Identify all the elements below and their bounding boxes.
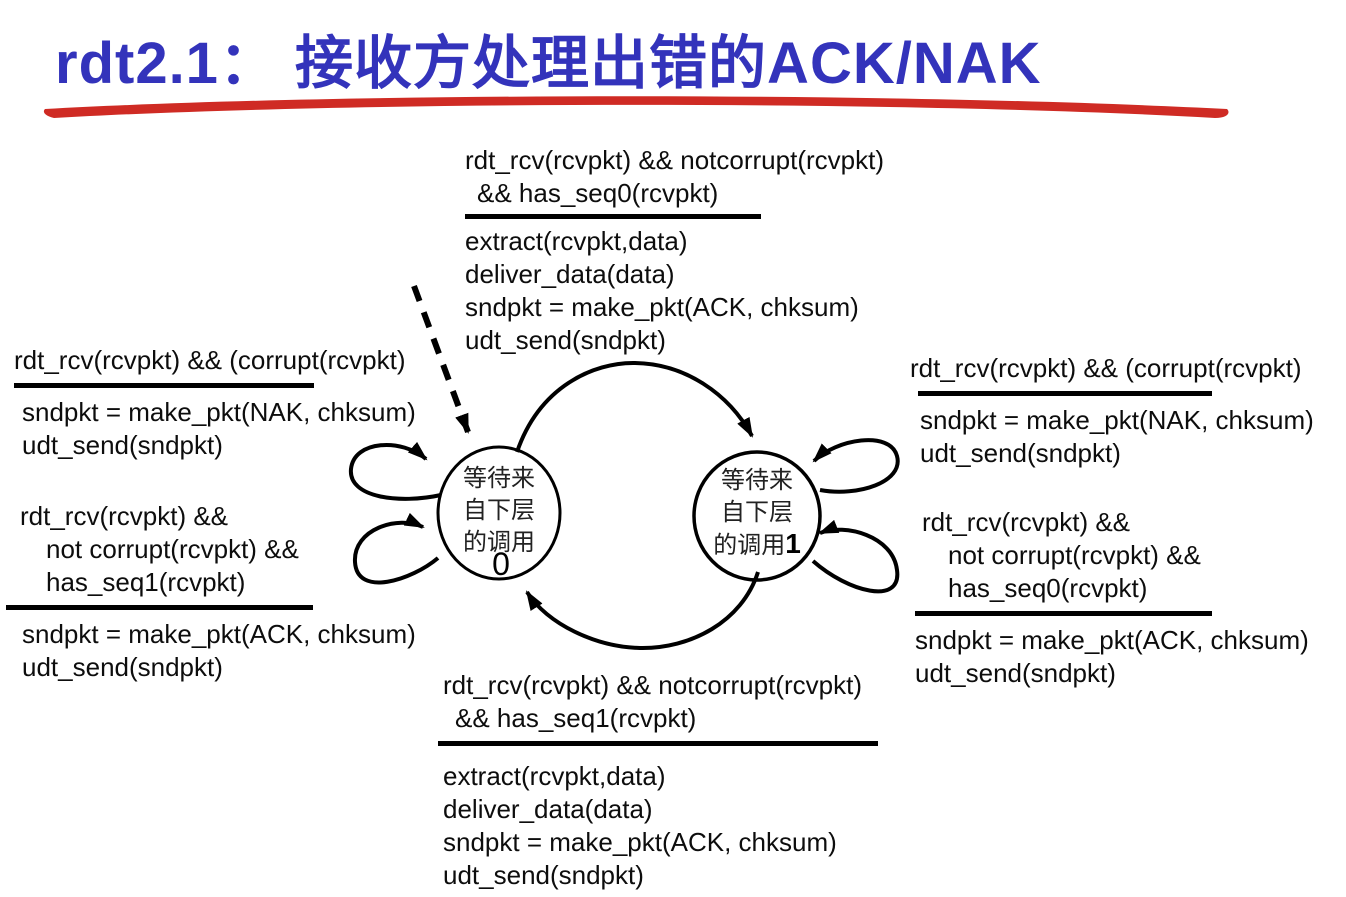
action-line: udt_send(sndpkt) (443, 860, 644, 890)
transition-label-right-duplicate: rdt_rcv(rcvpkt) && not corrupt(rcvpkt) &… (915, 506, 1309, 690)
action-line: sndpkt = make_pkt(NAK, chksum) (22, 397, 416, 427)
action-line: udt_send(sndpkt) (22, 430, 223, 460)
self-loop-wait0-lower (352, 512, 440, 585)
self-loop-wait0-upper (348, 441, 442, 501)
condition-action-divider (6, 605, 313, 610)
state-label-line: 自下层 (721, 498, 793, 526)
slide-title: rdt2.1： 接收方处理出错的ACK/NAK (55, 31, 1042, 96)
action-line: extract(rcvpkt,data) (443, 761, 666, 791)
action-line: udt_send(sndpkt) (465, 325, 666, 355)
state-label-line: 自下层 (463, 496, 535, 524)
condition-line: rdt_rcv(rcvpkt) && (922, 507, 1131, 537)
condition-action-divider (915, 611, 1212, 616)
initial-state-arrow (411, 284, 471, 434)
action-line: sndpkt = make_pkt(ACK, chksum) (443, 827, 837, 857)
condition-action-divider (465, 214, 761, 219)
condition-line: has_seq1(rcvpkt) (46, 567, 246, 597)
title-underline-swoosh (43, 96, 1229, 118)
condition-action-divider (14, 383, 314, 388)
condition-line: && has_seq1(rcvpkt) (455, 703, 697, 733)
state-seq-0: 0 (492, 546, 510, 582)
action-line: udt_send(sndpkt) (22, 652, 223, 682)
transition-label-right-corrupt: rdt_rcv(rcvpkt) && (corrupt(rcvpkt) sndp… (910, 352, 1314, 470)
action-line: sndpkt = make_pkt(ACK, chksum) (465, 292, 859, 322)
state-label-line: 等待来 (463, 464, 535, 492)
condition-line: rdt_rcv(rcvpkt) && notcorrupt(rcvpkt) (465, 145, 884, 175)
condition-line: && has_seq0(rcvpkt) (477, 178, 719, 208)
action-line: udt_send(sndpkt) (920, 438, 1121, 468)
transition-arrow-wait0-to-wait1 (515, 360, 754, 453)
red-underline-shape (43, 96, 1229, 118)
transition-label-left-corrupt: rdt_rcv(rcvpkt) && (corrupt(rcvpkt) sndp… (14, 344, 416, 462)
action-line: extract(rcvpkt,data) (465, 226, 688, 256)
condition-line: has_seq0(rcvpkt) (948, 573, 1148, 603)
action-line: sndpkt = make_pkt(ACK, chksum) (915, 625, 1309, 655)
self-loop-wait1-lower (811, 519, 900, 594)
condition-line: rdt_rcv(rcvpkt) && (corrupt(rcvpkt) (910, 353, 1302, 383)
action-line: deliver_data(data) (443, 794, 653, 824)
condition-action-divider (918, 391, 1212, 396)
condition-line: rdt_rcv(rcvpkt) && (corrupt(rcvpkt) (14, 345, 406, 375)
action-line: sndpkt = make_pkt(ACK, chksum) (22, 619, 416, 649)
state-label-line: 的调用 (463, 528, 535, 556)
transition-arrow-wait1-to-wait0 (525, 571, 760, 651)
condition-line: not corrupt(rcvpkt) && (948, 540, 1201, 570)
self-loop-wait1-upper (812, 438, 900, 494)
state-seq-1: 1 (785, 528, 801, 559)
state-label-line: 的调用1 (702, 528, 812, 561)
action-line: deliver_data(data) (465, 259, 675, 289)
state-label-line-text: 的调用 (713, 531, 786, 559)
transition-label-bottom: rdt_rcv(rcvpkt) && notcorrupt(rcvpkt) &&… (438, 669, 878, 892)
transition-label-top: rdt_rcv(rcvpkt) && notcorrupt(rcvpkt) &&… (465, 144, 884, 357)
condition-line: not corrupt(rcvpkt) && (46, 534, 299, 564)
state-circle-wait0 (436, 445, 562, 581)
condition-action-divider (438, 741, 878, 746)
state-label-wait1: 等待来 自下层 的调用1 (702, 464, 812, 561)
action-line: udt_send(sndpkt) (915, 658, 1116, 688)
action-line: sndpkt = make_pkt(NAK, chksum) (920, 405, 1314, 435)
state-label-wait0: 等待来 自下层 的调用 (444, 462, 554, 558)
condition-line: rdt_rcv(rcvpkt) && (20, 501, 229, 531)
condition-line: rdt_rcv(rcvpkt) && notcorrupt(rcvpkt) (443, 670, 862, 700)
state-label-line: 等待来 (721, 466, 793, 494)
transition-label-left-duplicate: rdt_rcv(rcvpkt) && not corrupt(rcvpkt) &… (6, 500, 416, 684)
